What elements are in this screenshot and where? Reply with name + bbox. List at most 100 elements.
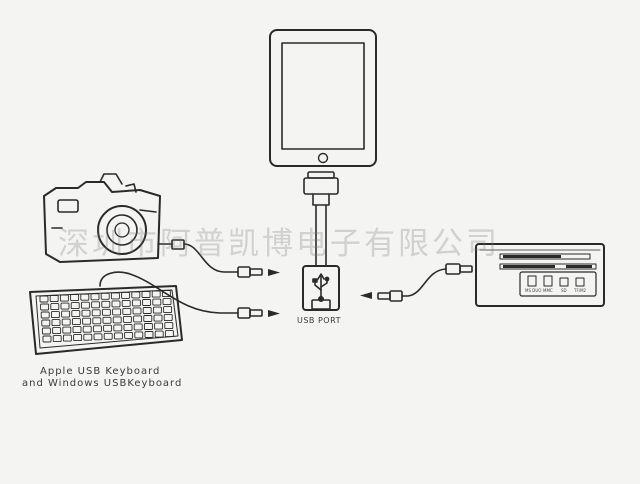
keyboard-key (103, 324, 113, 332)
keyboard-key (111, 300, 121, 308)
watermark: 深圳市阿普凯博电子有限公司 (58, 226, 500, 262)
keyboard-label-line1: Apple USB Keyboard (40, 366, 161, 377)
keyboard-key (52, 335, 62, 343)
slot-label-ms-duo: MS DUO (525, 288, 542, 293)
keyboard-key (161, 290, 171, 298)
keyboard-key (52, 327, 62, 335)
keyboard-key (82, 325, 92, 333)
keyboard-key (133, 323, 143, 331)
slot-label-mmc: MMC (543, 288, 553, 293)
keyboard-key (39, 295, 49, 303)
keyboard-key (151, 290, 161, 298)
keyboard-key (110, 292, 120, 300)
keyboard-key (152, 298, 162, 306)
card-reader-cable (377, 263, 473, 302)
arrow-icon (360, 292, 372, 299)
keyboard-key (71, 310, 81, 318)
keyboard-key (41, 327, 51, 335)
keyboard-key (83, 333, 93, 341)
keyboard-key (132, 307, 142, 315)
camera-icon (43, 173, 161, 263)
keyboard-key (112, 316, 122, 324)
keyboard-key (40, 311, 50, 319)
keyboard-key (131, 299, 141, 307)
ipad (269, 29, 377, 167)
keyboard-key (153, 314, 163, 322)
keyboard-key (41, 319, 51, 327)
keyboard-key (142, 299, 152, 306)
keyboard-key (51, 319, 61, 327)
usb-icon (312, 273, 330, 302)
keyboard-key (164, 330, 174, 338)
keyboard-key (93, 333, 103, 341)
keyboard-key (163, 306, 173, 314)
keyboard-key (50, 303, 60, 311)
keyboard-key (113, 324, 123, 332)
keyboard-key (40, 303, 50, 311)
keyboard-key (80, 301, 90, 309)
keyboard-key (71, 318, 81, 326)
keyboard-key (60, 302, 70, 310)
keyboard-key (154, 322, 164, 330)
keyboard-key (100, 292, 110, 300)
keyboard-key (82, 317, 92, 325)
arrow-icon (268, 310, 280, 317)
keyboard-key (70, 302, 80, 310)
keyboard-key (122, 307, 132, 315)
slot-label-tf: TF/M2 (574, 288, 587, 293)
camera-cable (157, 239, 263, 278)
keyboard-key (133, 315, 143, 323)
keyboard-key (91, 309, 101, 317)
keyboard-key (143, 315, 153, 322)
keyboard-key (121, 291, 131, 299)
keyboard-key (70, 294, 80, 302)
keyboard-key (92, 317, 102, 325)
dock-connector (303, 171, 339, 206)
keyboard-cable (99, 271, 263, 319)
keyboard-key (103, 332, 113, 340)
slot-label-sd: SD (561, 288, 567, 293)
keyboard-key (142, 307, 152, 314)
keyboard-key (72, 326, 82, 334)
keyboard-key (122, 315, 132, 323)
keyboard-key (62, 334, 72, 342)
usb-port-label: USB PORT (297, 316, 341, 325)
keyboard-key (73, 334, 83, 342)
keyboard-key (91, 301, 101, 309)
keyboard-key (102, 316, 112, 324)
keyboard-key (121, 299, 131, 307)
keyboard-key (144, 331, 154, 338)
keyboard-key (61, 318, 71, 326)
keyboard-key (101, 308, 111, 316)
keyboard-key (101, 300, 111, 308)
keyboard-key (164, 322, 174, 330)
keyboard-key (163, 314, 173, 322)
keyboard-key (123, 323, 133, 331)
keyboard-key (124, 331, 134, 339)
keyboard-key (112, 308, 122, 316)
keyboard-key (50, 311, 60, 319)
dock-cable (315, 204, 327, 267)
keyboard-keys (39, 290, 174, 343)
keyboard-key (162, 298, 172, 306)
keyboard-key (113, 332, 123, 340)
keyboard-key (154, 330, 164, 338)
keyboard-key (152, 306, 162, 314)
keyboard-key (92, 325, 102, 333)
keyboard-key (62, 326, 72, 334)
keyboard-key (143, 323, 153, 330)
keyboard-key (131, 291, 141, 299)
keyboard-key (59, 294, 69, 302)
keyboard-key (80, 293, 90, 301)
keyboard-label-line2: and Windows USBKeyboard (22, 378, 183, 389)
keyboard-key (42, 335, 52, 343)
keyboard-key (134, 331, 144, 339)
card-reader (475, 243, 605, 307)
keyboard-key (61, 310, 71, 318)
keyboard-key (49, 295, 59, 303)
keyboard-key (81, 309, 91, 317)
keyboard-key (90, 293, 100, 301)
keyboard-key (141, 291, 151, 298)
